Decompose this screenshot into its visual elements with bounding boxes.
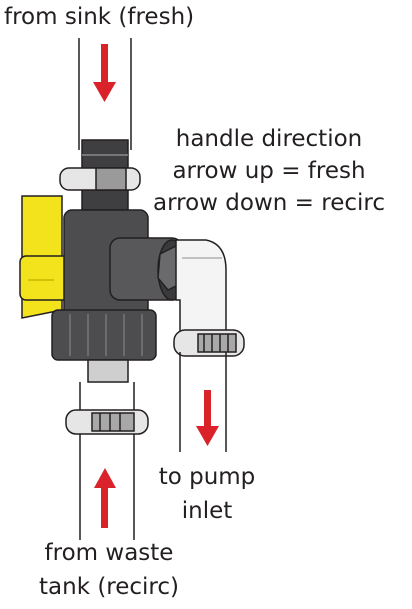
pump-elbow <box>175 239 227 337</box>
waste-tank-note: from waste tank (recirc) <box>14 538 204 608</box>
handle-down-recirc: arrow down = recirc <box>153 190 385 216</box>
elbow-hose-clamp <box>173 329 245 357</box>
waste-label-line1: from waste <box>44 540 174 566</box>
valve-body <box>63 209 187 321</box>
pump-outlet-tube <box>179 352 227 452</box>
down-arrow-icon <box>93 44 116 102</box>
waste-label-line2: tank (recirc) <box>39 574 179 600</box>
valve-collar-nut <box>51 309 157 361</box>
up-arrow-icon <box>94 468 116 528</box>
sink-inlet-tube <box>78 38 132 150</box>
sink-label: from sink (fresh) <box>4 4 195 30</box>
pump-label-line1: to pump <box>158 464 256 490</box>
handle-direction-heading: handle direction <box>175 126 363 152</box>
top-barb-fitting <box>59 139 141 211</box>
handle-direction-note: handle direction arrow up = fresh arrow … <box>149 124 389 224</box>
down-arrow-icon <box>196 390 219 446</box>
pump-inlet-note: to pump inlet <box>142 462 272 534</box>
pump-label-line2: inlet <box>181 498 233 524</box>
waste-tank-tube <box>65 359 149 540</box>
handle-up-fresh: arrow up = fresh <box>172 158 366 184</box>
